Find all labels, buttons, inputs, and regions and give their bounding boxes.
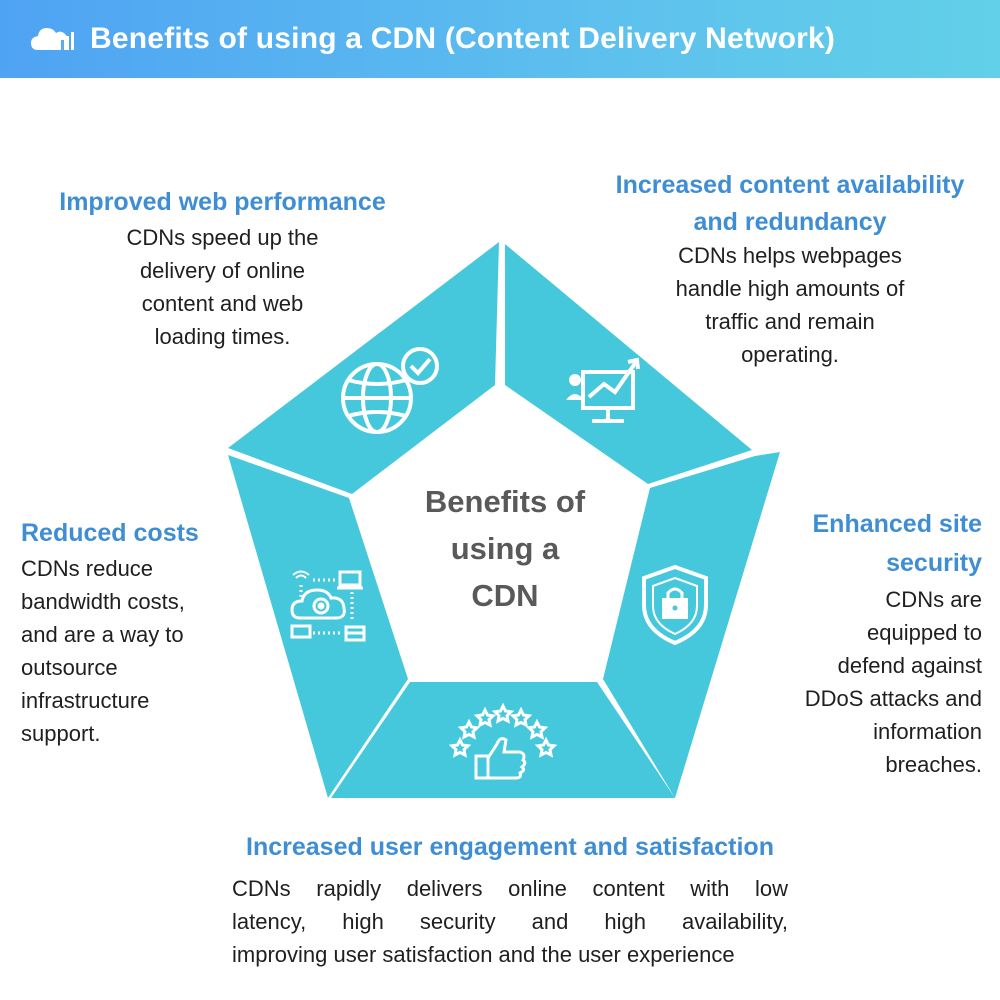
benefit-body: CDNs rapidly delivers online content wit…: [232, 872, 788, 971]
benefit-web-performance: Improved web performance CDNs speed up t…: [30, 184, 415, 353]
thumbs-up-stars-icon: [448, 702, 558, 780]
benefit-heading-line: Increased content availability: [615, 171, 965, 199]
center-label: Benefits of using a CDN: [395, 478, 615, 619]
benefit-body: CDNs reduce bandwidth costs, and are a w…: [21, 552, 251, 750]
benefit-body-line: latency, high security and high availabi…: [232, 909, 788, 934]
benefit-heading: Increased user engagement and satisfacti…: [246, 833, 774, 861]
benefit-body-line: delivery of online: [139, 258, 306, 283]
benefit-engagement: Increased user engagement and satisfacti…: [205, 829, 815, 866]
header-bar: Benefits of using a CDN (Content Deliver…: [0, 0, 1000, 78]
benefit-body-line: infrastructure: [21, 688, 150, 713]
benefit-body-line: outsource: [21, 655, 118, 680]
benefit-body-line: breaches.: [885, 752, 982, 777]
benefit-body-line: information: [873, 719, 982, 744]
benefit-body-line: operating.: [741, 342, 839, 367]
presentation-chart-icon: [566, 357, 640, 423]
benefit-heading-line: Enhanced site: [812, 510, 983, 538]
benefit-body-line: CDNs are: [885, 587, 982, 612]
benefit-body-line: defend against: [837, 653, 982, 678]
benefit-body-line: CDNs rapidly delivers online content wit…: [232, 876, 788, 901]
center-line: CDN: [471, 578, 539, 613]
benefit-body-line: CDNs speed up the: [126, 225, 319, 250]
center-line: using a: [450, 531, 560, 566]
cloud-network-icon: [290, 570, 366, 642]
center-line: Benefits of: [424, 484, 586, 519]
benefit-costs: Reduced costs CDNs reduce bandwidth cost…: [21, 515, 251, 750]
globe-check-icon: [341, 347, 439, 434]
segment-availability: [505, 244, 752, 484]
benefit-body-line: handle high amounts of: [675, 276, 905, 301]
benefit-heading-line: and redundancy: [693, 208, 887, 236]
benefit-heading: Enhanced site security: [760, 505, 983, 583]
benefit-body-line: traffic and remain: [705, 309, 875, 334]
benefit-heading-line: security: [886, 549, 982, 577]
benefit-body-line: loading times.: [154, 324, 291, 349]
shield-lock-icon: [642, 564, 708, 646]
benefit-body-line: support.: [21, 721, 101, 746]
benefit-body-line: and are a way to: [21, 622, 184, 647]
page-title: Benefits of using a CDN (Content Deliver…: [90, 22, 836, 55]
benefit-body-line: content and web: [141, 291, 304, 316]
segment-costs: [228, 455, 408, 798]
benefit-body-line: CDNs reduce: [21, 556, 154, 581]
benefit-body-line: DDoS attacks and: [804, 686, 982, 711]
benefit-security: Enhanced site security CDNs are equipped…: [760, 505, 982, 781]
cloud-chart-icon: [31, 28, 74, 50]
benefit-heading: Increased content availability and redun…: [595, 167, 985, 241]
benefit-body: CDNs are equipped to defend against DDoS…: [760, 583, 982, 781]
benefit-body-line: bandwidth costs,: [21, 589, 185, 614]
segment-security: [603, 452, 780, 798]
benefit-body-line: improving user satisfaction and the user…: [232, 942, 735, 967]
benefit-body-line: equipped to: [867, 620, 982, 645]
benefit-body: CDNs helps webpages handle high amounts …: [595, 239, 985, 371]
benefit-heading: Reduced costs: [21, 519, 199, 547]
benefit-body: CDNs speed up the delivery of online con…: [30, 221, 415, 353]
benefit-body-line: CDNs helps webpages: [678, 243, 902, 268]
benefit-heading: Improved web performance: [59, 188, 386, 216]
benefit-availability: Increased content availability and redun…: [595, 167, 985, 371]
